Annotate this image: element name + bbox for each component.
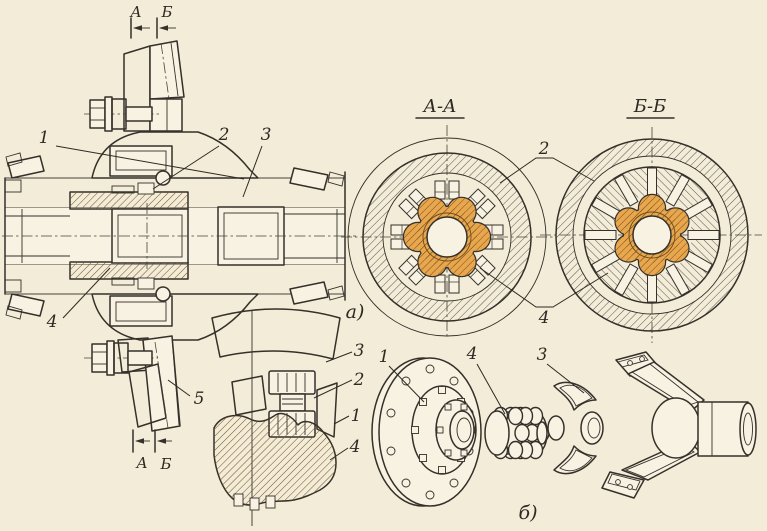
callout-1: 1 bbox=[39, 128, 50, 148]
section-arrow bbox=[135, 438, 144, 444]
exploded-callout-4: 4 bbox=[466, 344, 478, 364]
main-section-view: А Б А Б 1 2 3 4 5 bbox=[2, 3, 356, 473]
radial-rollers bbox=[584, 167, 720, 303]
inner-race-ring bbox=[584, 167, 720, 303]
detail-callouts: 3 2 1 4 bbox=[313, 341, 365, 461]
subfigure-label-b: б) bbox=[518, 502, 537, 524]
section-bb-title: Б-Б bbox=[633, 96, 667, 117]
bearing-right-bottom bbox=[289, 281, 345, 305]
hub-dome-lower bbox=[91, 277, 259, 341]
section-arrow bbox=[159, 25, 168, 31]
section-letter-a-bottom: А bbox=[135, 454, 147, 472]
section-view-bb: Б-Б bbox=[540, 96, 762, 343]
section-letter-b-top: Б bbox=[160, 3, 172, 21]
callout-4: 4 bbox=[46, 312, 58, 332]
section-plane-marks-bottom: А Б bbox=[132, 429, 172, 473]
exploded-star-cam bbox=[484, 406, 550, 460]
drive-flange-lower bbox=[84, 335, 181, 432]
section-letter-b-bottom: Б bbox=[159, 455, 171, 473]
callout-race-2: 2 bbox=[538, 139, 550, 159]
cam-bore-exploded bbox=[536, 421, 548, 445]
callout-cam-4: 4 bbox=[538, 308, 550, 328]
section-letter-a-top: А bbox=[129, 3, 141, 21]
section-shared-callouts: 2 4 bbox=[479, 139, 609, 328]
outer-rim-circle bbox=[347, 137, 547, 337]
bearing-left-bottom bbox=[5, 293, 45, 320]
exploded-view-b: 1 4 3 б) bbox=[371, 344, 757, 524]
flange-bolt-upper bbox=[84, 96, 162, 132]
detail-outer-race bbox=[211, 308, 341, 360]
cam-tooth-notch bbox=[233, 493, 244, 507]
cam-bore bbox=[632, 215, 672, 255]
cam-tooth-notch bbox=[265, 495, 276, 509]
bearing-right-top bbox=[289, 167, 345, 191]
detail-callout-4: 4 bbox=[349, 437, 361, 457]
detail-cage-right bbox=[316, 382, 338, 438]
callout-2: 2 bbox=[218, 125, 230, 145]
callout-5: 5 bbox=[194, 389, 205, 409]
exploded-fork bbox=[547, 381, 604, 475]
exploded-callout-1: 1 bbox=[379, 347, 390, 367]
main-view-callouts: 1 2 3 4 5 bbox=[39, 125, 272, 409]
star-cam-aa bbox=[402, 196, 492, 278]
exploded-yoke bbox=[601, 351, 757, 499]
bearing-left-top bbox=[5, 152, 45, 179]
star-cam-bb bbox=[614, 193, 690, 277]
drive-flange-upper bbox=[84, 40, 185, 132]
section-aa-title: А-А bbox=[421, 96, 456, 117]
section-arrow bbox=[157, 438, 166, 444]
detail-view-a: 3 2 1 4 а) bbox=[211, 301, 365, 526]
subfigure-label-a: а) bbox=[346, 301, 365, 323]
cam-tooth-notch bbox=[249, 497, 260, 511]
section-plane-marks-top: А Б bbox=[129, 3, 176, 39]
exploded-flange-disc bbox=[371, 357, 482, 507]
flange-bolt-lower bbox=[84, 340, 158, 376]
callout-3: 3 bbox=[261, 125, 272, 145]
detail-callout-1: 1 bbox=[351, 406, 362, 426]
detail-callout-2: 2 bbox=[353, 370, 365, 390]
exploded-callouts: 1 4 3 bbox=[379, 344, 585, 415]
detail-callout-3: 3 bbox=[354, 341, 365, 361]
cam-bore bbox=[426, 216, 468, 258]
detail-cam-lobe bbox=[213, 412, 337, 511]
exploded-callout-3: 3 bbox=[537, 345, 548, 365]
section-view-aa: А-А bbox=[341, 96, 553, 337]
section-arrow bbox=[133, 25, 142, 31]
detail-cage-left bbox=[231, 375, 267, 416]
